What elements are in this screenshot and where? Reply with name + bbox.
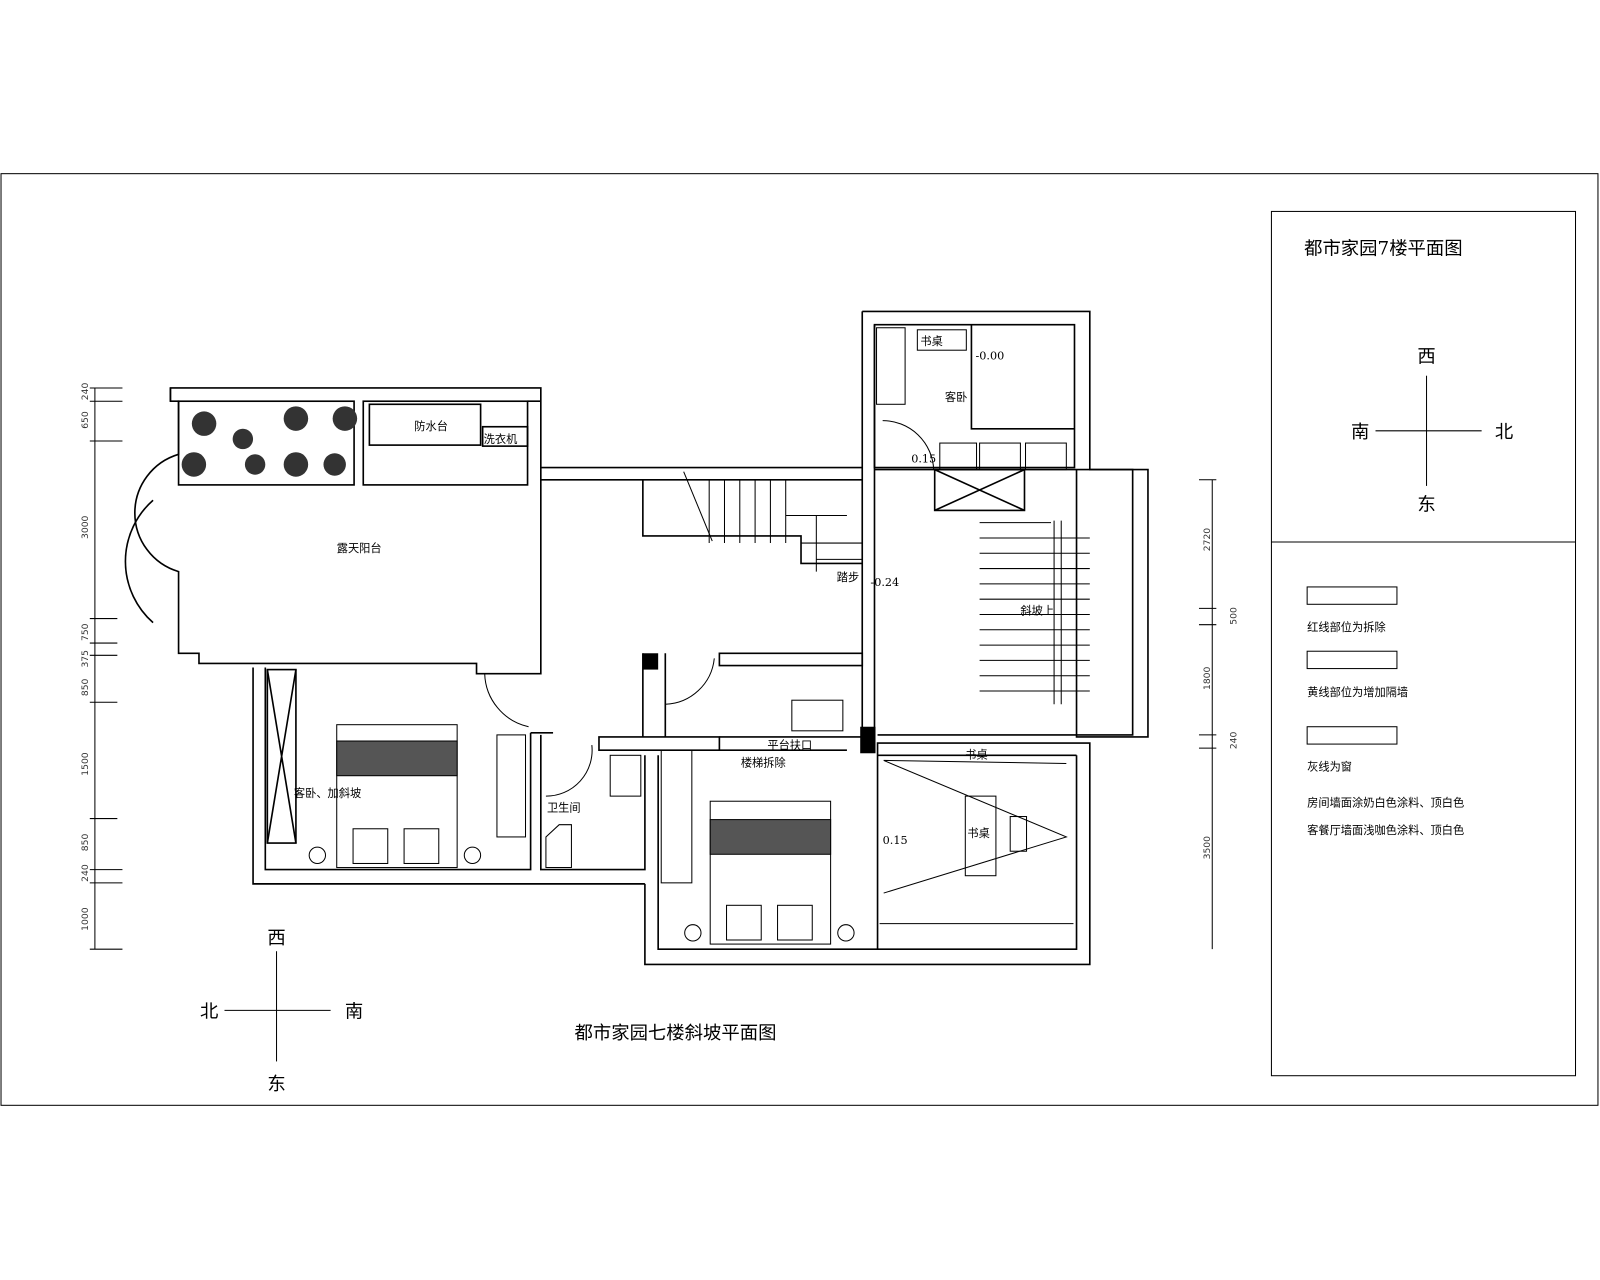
legend-label: 黄线部位为增加隔墙 bbox=[1307, 685, 1408, 699]
label-sink: 防水台 bbox=[414, 419, 448, 433]
level-bottom: 0.15 bbox=[883, 834, 908, 847]
stair-treads bbox=[683, 471, 863, 572]
legend-swatch-window bbox=[1306, 726, 1398, 745]
label-stairs-removed: 楼梯拆除 bbox=[741, 756, 786, 770]
dimension-right: 2720 500 1800 240 3500 bbox=[1198, 479, 1240, 950]
label-guest-bedroom-slope: 客卧、加斜坡 bbox=[294, 786, 361, 800]
svg-text:西: 西 bbox=[267, 928, 285, 949]
compass-icon: 西 南 北 东 bbox=[1351, 346, 1513, 515]
svg-text:650: 650 bbox=[80, 411, 91, 429]
label-guest-room: 客卧 bbox=[945, 390, 967, 404]
furniture bbox=[308, 327, 1074, 945]
slope-hatching bbox=[979, 520, 1090, 705]
svg-text:东: 东 bbox=[1417, 494, 1435, 515]
walls bbox=[124, 310, 1149, 966]
label-stair-hole: 踏步 bbox=[837, 570, 859, 584]
svg-text:北: 北 bbox=[1495, 422, 1513, 443]
svg-text:3500: 3500 bbox=[1202, 836, 1213, 860]
label-bathroom: 卫生间 bbox=[547, 800, 581, 814]
columns bbox=[642, 653, 876, 754]
legend-swatch-new-wall bbox=[1306, 650, 1398, 670]
legend-label: 红线部位为拆除 bbox=[1307, 620, 1386, 634]
title-block: 都市家园7楼平面图 西 南 北 东 红线部位为拆除 黄线部位为增加隔墙 灰线为窗… bbox=[1270, 210, 1577, 1077]
svg-text:240: 240 bbox=[80, 864, 91, 882]
bed-blanket bbox=[709, 819, 832, 855]
label-washer: 洗衣机 bbox=[484, 432, 518, 446]
svg-text:1500: 1500 bbox=[80, 752, 91, 776]
svg-text:240: 240 bbox=[80, 383, 91, 401]
note: 房间墙面涂奶白色涂料、顶白色 bbox=[1307, 795, 1464, 809]
drawing-compass-icon: 西 北 南 东 bbox=[200, 928, 363, 1095]
svg-text:1000: 1000 bbox=[80, 907, 91, 931]
svg-text:375: 375 bbox=[80, 650, 91, 668]
svg-text:东: 东 bbox=[267, 1074, 285, 1095]
bed-blanket bbox=[336, 740, 458, 777]
label-desk-bottom: 书桌 bbox=[967, 827, 989, 840]
svg-text:南: 南 bbox=[345, 1002, 363, 1023]
svg-text:850: 850 bbox=[80, 678, 91, 696]
dimension-left: 240 650 3000 750 375 850 1500 850 240 10… bbox=[80, 383, 123, 950]
label-living: 斜坡上 bbox=[1020, 604, 1054, 617]
svg-text:750: 750 bbox=[80, 623, 91, 641]
svg-text:850: 850 bbox=[80, 834, 91, 852]
note: 客餐厅墙面浅咖色涂料、顶白色 bbox=[1307, 823, 1464, 837]
label-desk-top: 书桌 bbox=[965, 748, 987, 761]
svg-text:1800: 1800 bbox=[1202, 666, 1213, 690]
level-top: -0.00 bbox=[976, 349, 1005, 362]
svg-text:北: 北 bbox=[200, 1002, 218, 1023]
svg-text:南: 南 bbox=[1351, 422, 1369, 443]
room-labels: 露天阳台 洗衣机 防水台 客卧、加斜坡 卫生间 楼梯拆除 平台扶口 书桌 客卧 … bbox=[294, 335, 1054, 847]
drawing-title: 都市家园七楼斜坡平面图 bbox=[574, 1023, 776, 1044]
svg-text:2720: 2720 bbox=[1202, 528, 1213, 552]
svg-text:3000: 3000 bbox=[80, 515, 91, 539]
svg-text:西: 西 bbox=[1417, 346, 1435, 367]
svg-text:500: 500 bbox=[1229, 607, 1240, 625]
label-step: 平台扶口 bbox=[767, 738, 812, 752]
level-corridor: -0.24 bbox=[870, 576, 899, 589]
legend-swatch-demolish bbox=[1306, 586, 1398, 605]
svg-text:240: 240 bbox=[1229, 732, 1240, 750]
label-balcony: 露天阳台 bbox=[337, 541, 382, 555]
plant-shrubs bbox=[181, 406, 358, 477]
sheet-border bbox=[0, 173, 1599, 1106]
label-study-desk: 书桌 bbox=[920, 335, 942, 348]
legend-label: 灰线为窗 bbox=[1307, 760, 1352, 774]
level-door: 0.15 bbox=[911, 452, 936, 465]
title-block-title: 都市家园7楼平面图 bbox=[1304, 238, 1463, 259]
